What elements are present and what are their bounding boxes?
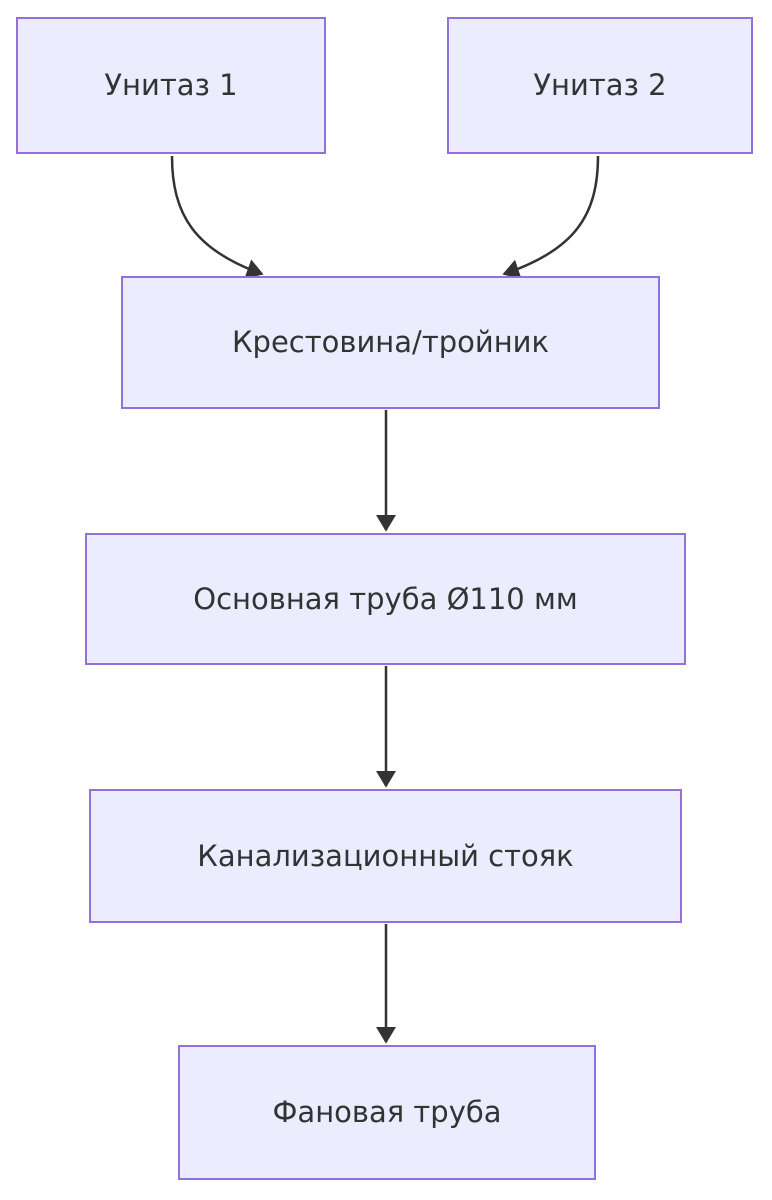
node-toilet-2: Унитаз 2 — [447, 17, 753, 154]
node-vent-pipe: Фановая труба — [178, 1045, 596, 1180]
node-toilet-2-label: Унитаз 2 — [533, 68, 667, 103]
node-main-pipe: Основная труба Ø110 мм — [85, 533, 686, 665]
node-sewer-riser: Канализационный стояк — [89, 789, 682, 923]
node-vent-pipe-label: Фановая труба — [272, 1095, 502, 1130]
node-toilet-1: Унитаз 1 — [16, 17, 326, 154]
node-toilet-1-label: Унитаз 1 — [104, 68, 238, 103]
edge-toilet1-to-crosstee — [170, 155, 264, 279]
node-main-pipe-label: Основная труба Ø110 мм — [193, 581, 578, 616]
edge-toilet2-to-crosstee — [502, 155, 600, 279]
node-sewer-riser-label: Канализационный стояк — [197, 838, 574, 873]
node-cross-tee: Крестовина/тройник — [121, 276, 660, 409]
node-cross-tee-label: Крестовина/тройник — [231, 325, 550, 360]
